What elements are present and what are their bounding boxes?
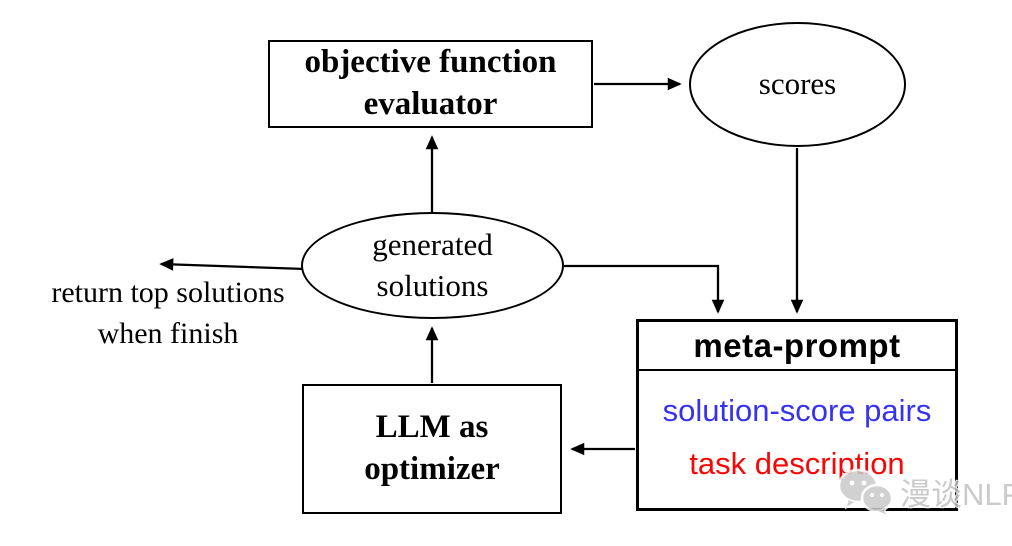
llm-label-line2: optimizer [364, 451, 500, 487]
evaluator-label-line1: objective function [304, 44, 557, 81]
watermark-text: 漫谈NLP [900, 476, 1012, 512]
return-note: return top solutions when finish [22, 272, 314, 355]
scores-label: scores [758, 66, 837, 102]
generated-solutions-label-line1: generated [372, 227, 493, 263]
meta-prompt-title: meta-prompt [639, 322, 955, 371]
arrow-generated-solutions-to-meta-prompt [564, 264, 725, 314]
return-note-line2: when finish [97, 317, 239, 351]
return-note-line1: return top solutions [51, 276, 285, 309]
node-objective-function-evaluator: objective function evaluator [268, 40, 593, 128]
meta-prompt-solution-score-pairs: solution-score pairs [662, 392, 932, 428]
watermark: 漫谈NLP [834, 464, 1012, 518]
node-generated-solutions: generated solutions [301, 212, 564, 319]
generated-solutions-label-line2: solutions [376, 267, 489, 303]
node-scores: scores [689, 22, 906, 147]
evaluator-label-line2: evaluator [363, 86, 498, 122]
arrow-return-top-solutions [159, 258, 306, 271]
node-meta-prompt: meta-prompt solution-score pairs task de… [636, 319, 958, 511]
node-llm-as-optimizer: LLM as optimizer [302, 384, 562, 514]
wechat-icon [837, 468, 894, 518]
llm-label-line1: LLM as [375, 409, 489, 446]
